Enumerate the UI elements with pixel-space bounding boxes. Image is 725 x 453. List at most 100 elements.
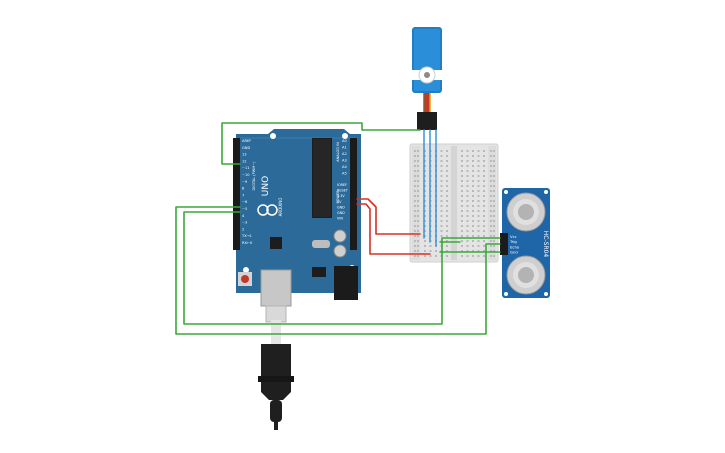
power-pin-label: VIN <box>337 217 343 221</box>
breadboard-hole <box>483 200 485 202</box>
digital-pin-label: 2 <box>242 227 244 231</box>
breadboard-hole <box>424 245 426 247</box>
breadboard-hole <box>477 155 480 157</box>
breadboard-hole <box>446 175 448 177</box>
breadboard-hole <box>493 240 495 242</box>
breadboard-hole <box>461 240 463 242</box>
breadboard-hole <box>477 255 480 257</box>
breadboard-hole <box>490 215 492 217</box>
sensor-pin-header[interactable] <box>500 233 508 255</box>
breadboard-hole <box>466 230 469 232</box>
breadboard-hole <box>493 230 495 232</box>
breadboard-hole <box>490 170 492 172</box>
breadboard-hole <box>417 160 419 162</box>
breadboard-hole <box>417 210 419 212</box>
reset-button-cap[interactable] <box>241 275 249 283</box>
digital-pin-label: RX←0 <box>242 241 253 245</box>
breadboard-hole <box>472 175 474 177</box>
breadboard-hole <box>483 250 485 252</box>
breadboard-hole <box>472 245 474 247</box>
breadboard-hole <box>417 215 419 217</box>
breadboard-hole <box>472 195 474 197</box>
breadboard-hole <box>493 180 495 182</box>
breadboard-hole <box>490 250 492 252</box>
digital-pin-label: AREF <box>242 139 251 143</box>
breadboard-hole <box>472 200 474 202</box>
wires[interactable] <box>175 122 501 335</box>
breadboard-hole <box>472 240 474 242</box>
breadboard-hole <box>466 190 469 192</box>
breadboard-hole <box>472 255 474 257</box>
breadboard-hole <box>472 190 474 192</box>
breadboard-hole <box>466 175 469 177</box>
breadboard-hole <box>424 150 426 152</box>
breadboard-hole <box>483 215 485 217</box>
digital-pin-label: ~10 <box>242 173 250 177</box>
digital-pin-label: ~9 <box>242 180 248 184</box>
analog-pin-header[interactable] <box>350 196 357 250</box>
power-pin-label: GND <box>337 205 345 209</box>
breadboard-hole <box>461 150 463 152</box>
breadboard-hole <box>414 165 416 167</box>
digital-pin-header[interactable] <box>233 138 240 250</box>
breadboard-hole <box>472 185 474 187</box>
breadboard-hole <box>490 230 492 232</box>
breadboard-hole <box>440 200 443 202</box>
board-brand-label: ARDUINO <box>278 198 283 217</box>
breadboard-hole <box>477 205 480 207</box>
breadboard-hole <box>461 165 463 167</box>
breadboard-hole <box>414 210 416 212</box>
analog-pin-label: A1 <box>342 146 347 150</box>
breadboard-hole <box>461 215 463 217</box>
breadboard-hole <box>490 245 492 247</box>
sensor-pin-label: Echo <box>510 244 520 249</box>
breadboard-hole <box>466 160 469 162</box>
breadboard-hole <box>490 180 492 182</box>
breadboard-hole <box>461 200 463 202</box>
breadboard-hole <box>483 245 485 247</box>
breadboard[interactable] <box>409 143 499 263</box>
breadboard-hole <box>440 190 443 192</box>
breadboard-hole <box>466 210 469 212</box>
servo-connector[interactable] <box>417 112 437 130</box>
breadboard-hole <box>429 255 432 257</box>
breadboard-hole <box>483 175 485 177</box>
breadboard-hole <box>414 180 416 182</box>
breadboard-hole <box>446 230 448 232</box>
breadboard-hole <box>461 175 463 177</box>
sensor-pin-label: Vcc <box>510 234 517 239</box>
breadboard-hole <box>493 235 495 237</box>
breadboard-hole <box>466 170 469 172</box>
breadboard-hole <box>483 240 485 242</box>
breadboard-hole <box>446 240 448 242</box>
breadboard-hole <box>461 220 463 222</box>
breadboard-hole <box>446 205 448 207</box>
breadboard-hole <box>424 235 426 237</box>
breadboard-hole <box>472 180 474 182</box>
breadboard-hole <box>461 190 463 192</box>
breadboard-hole <box>466 185 469 187</box>
breadboard-hole <box>424 170 426 172</box>
arduino-uno-board[interactable]: UNO ARDUINO DIGITAL (PWM~) POWER ANALOG … <box>233 129 361 307</box>
breadboard-hole <box>414 195 416 197</box>
breadboard-hole <box>424 175 426 177</box>
breadboard-hole <box>466 225 469 227</box>
breadboard-hole <box>429 250 432 252</box>
breadboard-hole <box>490 210 492 212</box>
breadboard-hole <box>417 200 419 202</box>
breadboard-hole <box>466 245 469 247</box>
breadboard-hole <box>477 170 480 172</box>
breadboard-hole <box>472 230 474 232</box>
sensor-pin-label: Gnd <box>510 250 518 255</box>
breadboard-hole <box>490 150 492 152</box>
usb-cable[interactable] <box>258 305 294 430</box>
breadboard-hole <box>490 160 492 162</box>
board-model-label: UNO <box>261 176 271 196</box>
breadboard-hole <box>414 245 416 247</box>
breadboard-hole <box>440 175 443 177</box>
servo-motor[interactable] <box>408 27 446 130</box>
breadboard-hole <box>461 225 463 227</box>
power-pin-header[interactable] <box>350 138 357 196</box>
breadboard-hole <box>446 185 448 187</box>
